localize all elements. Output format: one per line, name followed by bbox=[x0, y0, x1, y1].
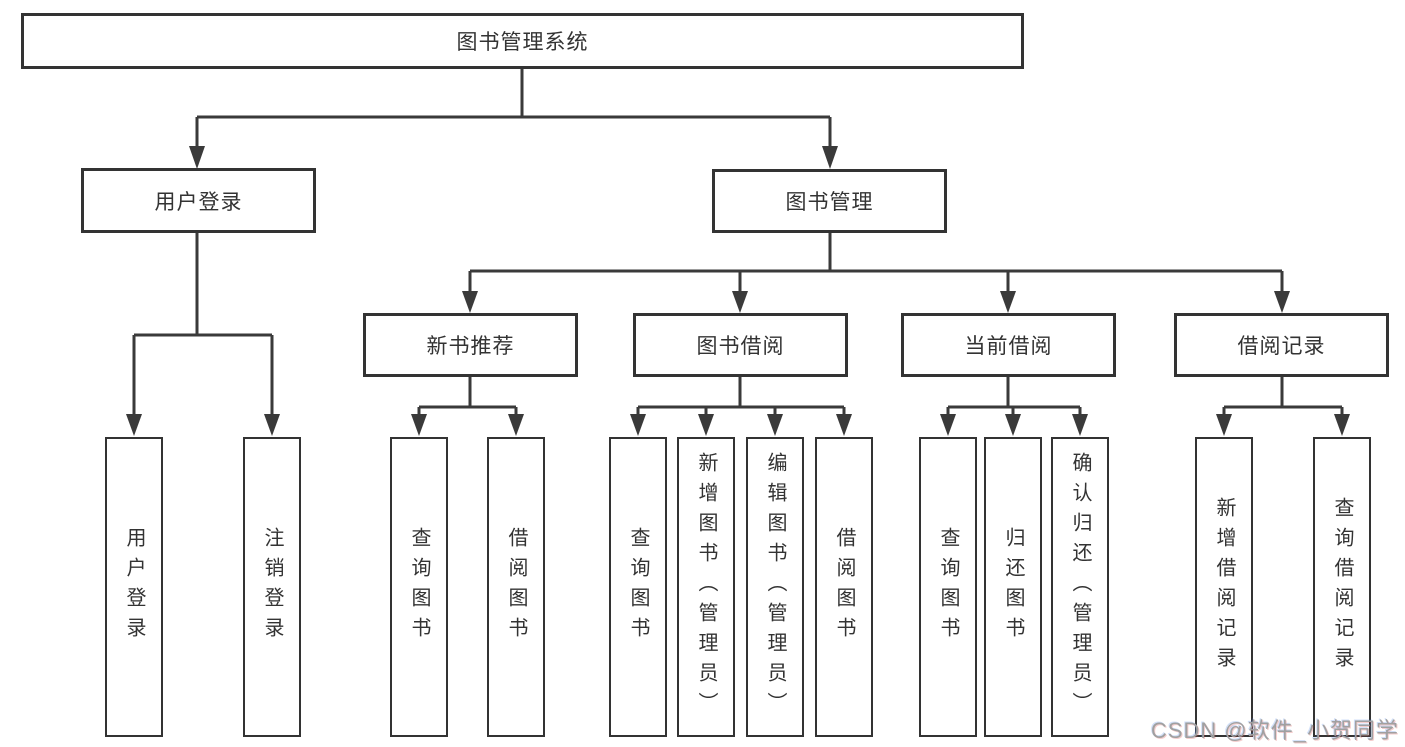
leaf-current-return-books: 归还图书 bbox=[984, 437, 1042, 737]
leaf-records-add-record: 新增借阅记录 bbox=[1195, 437, 1253, 737]
leaf-current-confirm-return-admin: 确认归还（管理员） bbox=[1051, 437, 1109, 737]
node-user-login: 用户登录 bbox=[81, 168, 316, 233]
leaf-current-query-books: 查询图书 bbox=[919, 437, 977, 737]
leaf-borrowing-add-books-admin: 新增图书（管理员） bbox=[677, 437, 735, 737]
leaf-borrowing-borrow-books: 借阅图书 bbox=[815, 437, 873, 737]
leaf-records-query-record: 查询借阅记录 bbox=[1313, 437, 1371, 737]
leaf-newrec-query-books: 查询图书 bbox=[390, 437, 448, 737]
node-library-management-system: 图书管理系统 bbox=[21, 13, 1024, 69]
node-book-management: 图书管理 bbox=[712, 169, 947, 233]
leaf-logout: 注销登录 bbox=[243, 437, 301, 737]
leaf-newrec-borrow-books: 借阅图书 bbox=[487, 437, 545, 737]
leaf-user-login: 用户登录 bbox=[105, 437, 163, 737]
node-new-book-recommendation: 新书推荐 bbox=[363, 313, 578, 377]
node-current-borrowing: 当前借阅 bbox=[901, 313, 1116, 377]
node-book-borrowing: 图书借阅 bbox=[633, 313, 848, 377]
csdn-watermark: CSDN @软件_小贺同学 bbox=[1150, 718, 1399, 743]
node-borrowing-records: 借阅记录 bbox=[1174, 313, 1389, 377]
leaf-borrowing-query-books: 查询图书 bbox=[609, 437, 667, 737]
leaf-borrowing-edit-books-admin: 编辑图书（管理员） bbox=[746, 437, 804, 737]
